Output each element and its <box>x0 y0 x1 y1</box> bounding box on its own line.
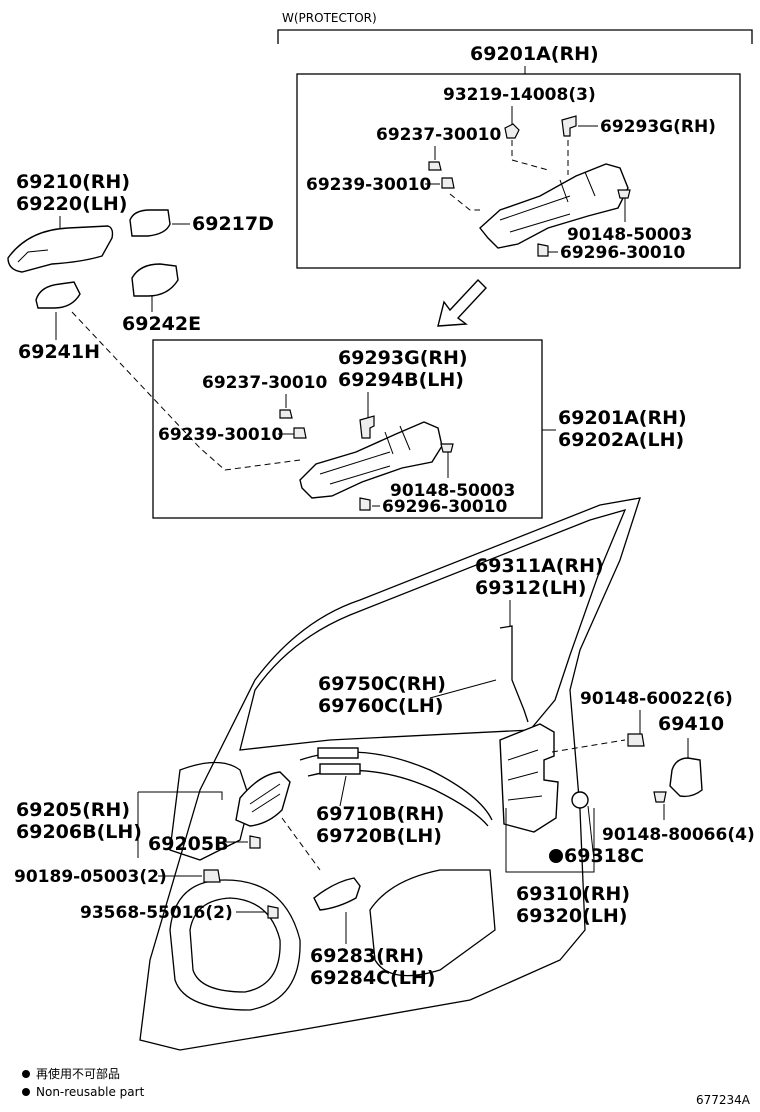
inside-handle-group: 69205(RH) 69206B(LH) 69205B 90189-05003(… <box>14 771 321 923</box>
top-assembly-box: 69201A(RH) 93219-14008(3) 69237-30010 69… <box>296 43 741 269</box>
label-90148-80066: 90148-80066(4) <box>602 825 755 845</box>
lock-rod <box>499 625 529 723</box>
label-69206B: 69206B(LH) <box>16 821 142 843</box>
label-69296-top: 69296-30010 <box>560 243 686 263</box>
bolt-icon <box>537 243 549 257</box>
label-69720B: 69720B(LH) <box>316 825 442 847</box>
handle-pad <box>131 263 179 297</box>
label-69284C: 69284C(LH) <box>310 967 435 989</box>
top-assembly-frame <box>296 73 741 269</box>
handle-gasket <box>35 281 81 309</box>
label-69296-mid: 69296-30010 <box>382 497 508 517</box>
bolt-icon <box>504 123 520 139</box>
bullet-icon <box>22 1070 30 1078</box>
bullet-icon <box>22 1088 30 1096</box>
direction-arrow-icon <box>437 278 487 327</box>
label-90189: 90189-05003(2) <box>14 867 167 887</box>
cable-sleeve <box>317 747 359 759</box>
label-69320: 69320(LH) <box>516 905 627 927</box>
label-69217D: 69217D <box>192 213 274 235</box>
cover-icon <box>359 415 375 439</box>
screw-icon <box>617 189 631 199</box>
bezel-group: 69283(RH) 69284C(LH) <box>310 877 435 989</box>
mid-assembly-box: 69293G(RH) 69294B(LH) 69237-30010 69239-… <box>152 339 687 519</box>
label-69750C: 69750C(RH) <box>318 673 446 695</box>
legend: 再使用不可部品 Non-reusable part <box>22 1066 145 1099</box>
outside-handle <box>7 225 114 273</box>
pad-icon <box>293 427 307 439</box>
label-69237-mid: 69237-30010 <box>202 373 328 393</box>
label-69205: 69205(RH) <box>16 799 130 821</box>
clip-icon <box>203 869 221 883</box>
non-reusable-bullet-icon <box>549 849 563 863</box>
label-69220: 69220(LH) <box>16 193 127 215</box>
grommet <box>571 791 589 809</box>
label-69293G-top: 69293G(RH) <box>600 117 716 137</box>
label-69241H: 69241H <box>18 341 100 363</box>
label-69410: 69410 <box>658 713 724 735</box>
lock-assembly-group: 90148-60022(6) 69410 90148-80066(4) 6931… <box>499 689 755 927</box>
legend-line-1: 再使用不可部品 <box>36 1066 120 1081</box>
striker <box>669 757 703 798</box>
door-bezel <box>313 877 361 911</box>
cable-group: 69750C(RH) 69760C(LH) 69710B(RH) 69720B(… <box>299 673 497 847</box>
label-69710B: 69710B(RH) <box>316 803 444 825</box>
handle-cap <box>129 209 171 237</box>
cable-sleeve <box>319 763 361 775</box>
label-69210: 69210(RH) <box>16 171 130 193</box>
label-69318C: 69318C <box>564 845 644 867</box>
label-69239-mid: 69239-30010 <box>158 425 284 445</box>
screw-icon <box>249 835 261 849</box>
label-90148-50003-top: 90148-50003 <box>567 225 692 245</box>
door-lock-assembly <box>499 723 559 833</box>
legend-line-2: Non-reusable part <box>36 1085 145 1099</box>
door-panel <box>139 497 641 1051</box>
screw-icon <box>653 791 667 803</box>
bolt-icon <box>359 497 371 511</box>
label-69201A-rh-mid: 69201A(RH) <box>558 407 687 429</box>
outside-handle-group: 69210(RH) 69220(LH) 69217D 69242E 69241H <box>7 171 301 471</box>
protector-bracket: W(PROTECTOR) <box>277 11 753 44</box>
lock-rod-group: 69311A(RH) 69312(LH) <box>475 555 604 723</box>
label-90148-50003-mid: 90148-50003 <box>390 481 515 501</box>
cover-icon <box>561 115 577 137</box>
pad-icon <box>441 177 455 189</box>
label-69312: 69312(LH) <box>475 577 586 599</box>
clip-icon <box>279 409 293 419</box>
label-69294B: 69294B(LH) <box>338 369 464 391</box>
label-93568: 93568-55016(2) <box>80 903 233 923</box>
label-69205B: 69205B <box>148 833 229 855</box>
label-69311A: 69311A(RH) <box>475 555 604 577</box>
mid-assembly-frame <box>152 339 543 519</box>
figure-id: 677234A <box>696 1093 751 1107</box>
label-69237-top: 69237-30010 <box>376 125 502 145</box>
inside-handle <box>235 771 291 827</box>
label-69239-top: 69239-30010 <box>306 175 432 195</box>
screw-icon <box>440 443 454 453</box>
label-69202A-lh-mid: 69202A(LH) <box>558 429 684 451</box>
label-90148-60022: 90148-60022(6) <box>580 689 733 709</box>
label-93219: 93219-14008(3) <box>443 85 596 105</box>
label-69201A-rh-top: 69201A(RH) <box>470 43 599 65</box>
clip-icon <box>267 905 279 919</box>
label-69760C: 69760C(LH) <box>318 695 443 717</box>
label-69293G: 69293G(RH) <box>338 347 468 369</box>
label-69310: 69310(RH) <box>516 883 630 905</box>
label-69242E: 69242E <box>122 313 201 335</box>
clip-icon <box>428 161 442 171</box>
screw-icon <box>627 733 645 747</box>
label-69283: 69283(RH) <box>310 945 424 967</box>
protector-label: W(PROTECTOR) <box>282 11 377 25</box>
